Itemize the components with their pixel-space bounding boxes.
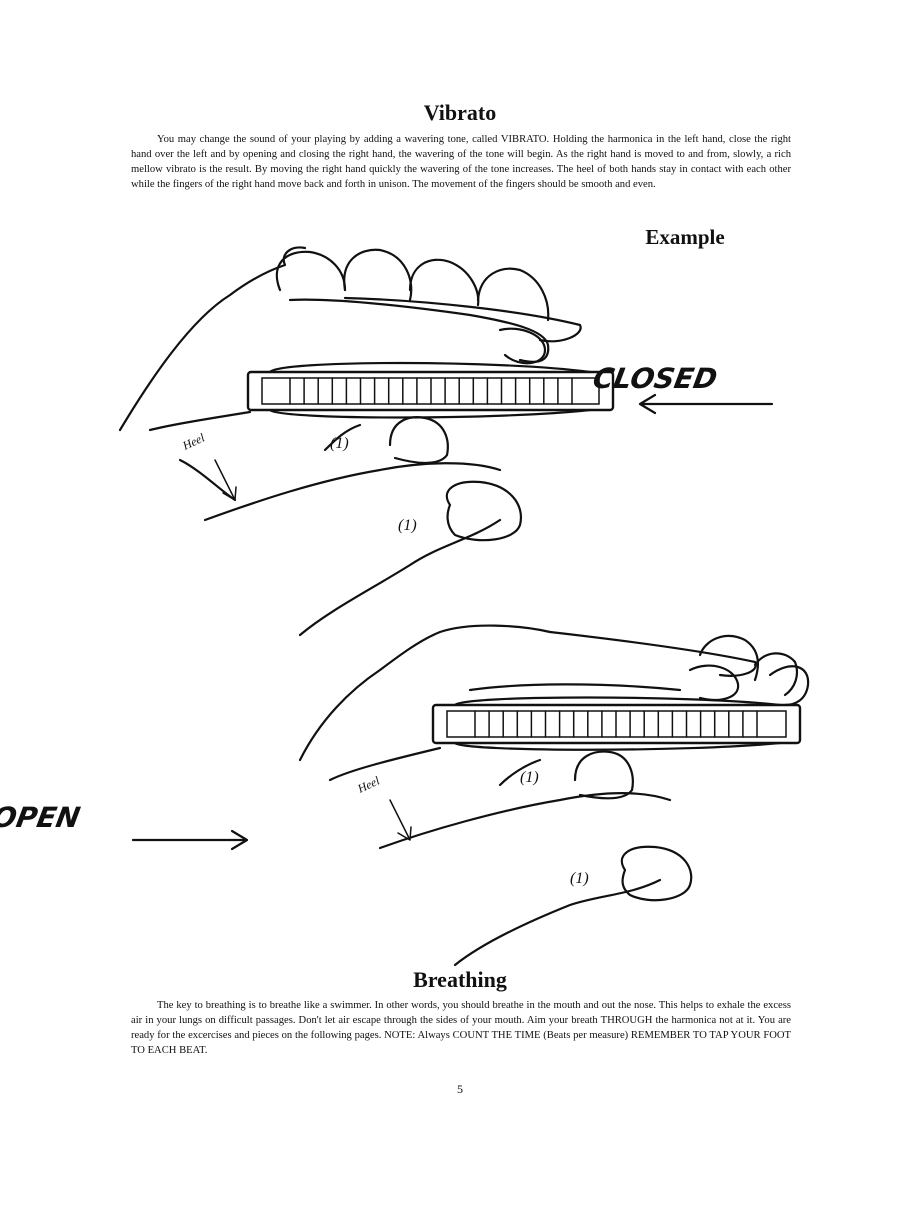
breathing-paragraph: The key to breathing is to breathe like … [131, 998, 791, 1058]
harmonica-closed [246, 370, 615, 412]
closed-label: CLOSED [590, 362, 719, 395]
closed-hands-drawing: Heel (1) (1) CLOSED [118, 246, 774, 637]
vibrato-paragraph-text: You may change the sound of your playing… [131, 134, 791, 190]
vibrato-paragraph: You may change the sound of your playing… [131, 132, 791, 192]
finger-label-open-lower: (1) [570, 870, 589, 887]
page-number: 5 [457, 1082, 463, 1096]
finger-label-closed-upper: (1) [330, 435, 349, 452]
example-title: Example [645, 225, 725, 249]
section-title-vibrato: Vibrato [423, 100, 497, 125]
open-label: OPEN [0, 801, 83, 834]
open-arrow [131, 829, 249, 851]
breathing-paragraph-text: The key to breathing is to breathe like … [131, 1000, 791, 1056]
finger-label-open-upper: (1) [520, 769, 539, 786]
closed-arrow [638, 393, 774, 415]
section-title-breathing: Breathing [413, 967, 507, 992]
heel-label-open: Heel [354, 773, 382, 796]
harmonica-open [431, 703, 802, 745]
heel-label-closed: Heel [179, 430, 207, 453]
finger-label-closed-lower: (1) [398, 517, 417, 534]
open-hands-drawing: Heel (1) (1) OPEN [0, 624, 810, 967]
